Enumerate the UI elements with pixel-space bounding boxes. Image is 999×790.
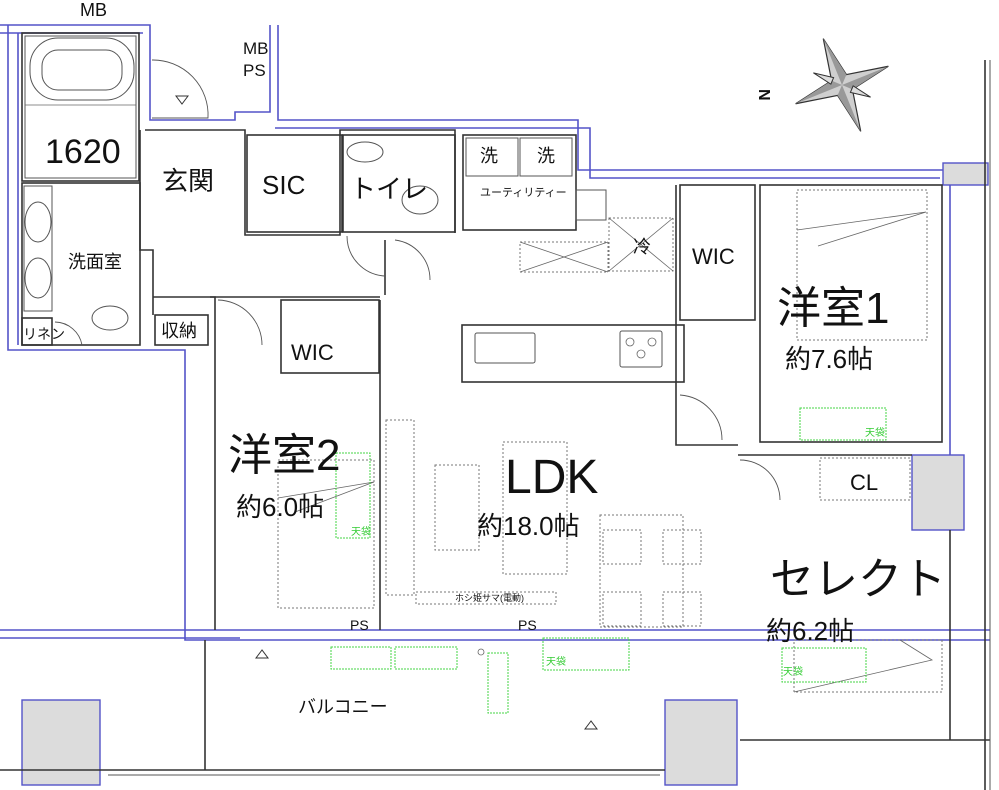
bathtub (25, 37, 136, 106)
ceiling-storage (542, 637, 630, 671)
ac-unit (487, 652, 509, 714)
wic-label: WIC (692, 244, 735, 269)
ceiling-storage (335, 452, 371, 539)
bedroom1-name: 洋室1 (777, 284, 889, 333)
ceiling-storage-label: 天袋 (783, 665, 803, 678)
chair (602, 529, 642, 565)
wic-label: WIC (291, 340, 334, 365)
bed (277, 459, 375, 609)
bedroom2-name: 洋室2 (228, 431, 340, 480)
washer (465, 137, 519, 177)
washer-label: 洗 (537, 146, 555, 166)
tv-board (385, 419, 415, 596)
drain-icon (477, 648, 485, 656)
ceiling-storage (799, 407, 887, 441)
closet-label: CL (850, 470, 878, 495)
structure-outline (0, 24, 990, 641)
ps-label: PS (518, 617, 537, 633)
drying-unit-box (415, 591, 557, 605)
ceiling-storage-label: 天袋 (865, 426, 885, 439)
mb-label: MB (243, 39, 269, 58)
low-table (434, 464, 480, 551)
entry-marker (175, 95, 189, 105)
bath-label: 1620 (45, 133, 121, 171)
cabinet (519, 241, 609, 273)
kitchen-sink (474, 332, 536, 364)
ps-label: PS (243, 61, 266, 80)
interior-walls (0, 32, 991, 790)
utility-sink (575, 189, 607, 221)
ceiling-storage-label: 天袋 (351, 525, 371, 538)
column (21, 699, 101, 786)
bed (796, 189, 928, 341)
washer (519, 137, 573, 177)
drying-unit-label: ホシ姫サマ(電動) (455, 592, 524, 603)
stove (619, 330, 663, 368)
bed (793, 639, 943, 693)
doors (54, 59, 781, 501)
closet-rail (819, 457, 911, 501)
vanity (23, 185, 53, 312)
storage-label: 収納 (161, 321, 197, 341)
window-marker (255, 649, 269, 659)
balcony-label: バルコニー (298, 697, 388, 717)
column (911, 454, 965, 531)
select-room-size: 約6.2帖 (766, 616, 854, 646)
mb-label: MB (80, 0, 107, 20)
washroom-label: 洗面室 (68, 252, 122, 272)
select-room-name: セレクト (770, 555, 946, 604)
toilet-sink (346, 141, 384, 163)
ceiling-storage (781, 647, 867, 683)
ac-unit (394, 646, 458, 670)
toilet-bowl (91, 305, 129, 331)
bedroom1-size: 約7.6帖 (785, 344, 873, 374)
bedroom2-size: 約6.0帖 (236, 492, 324, 522)
toilet-bowl (401, 185, 439, 215)
dining-table (599, 514, 684, 628)
sic-label: SIC (262, 170, 305, 200)
linen-label: リネン (23, 326, 65, 342)
fridge-label: 冷 (633, 237, 651, 257)
ldk-size: 約18.0帖 (477, 511, 580, 541)
washer-label: 洗 (480, 146, 498, 166)
utility-label: ユーティリティー (480, 187, 567, 199)
column (942, 162, 989, 186)
ldk-name: LDK (505, 451, 598, 504)
ps-label: PS (350, 617, 369, 633)
chair (602, 591, 642, 627)
entrance-label: 玄関 (162, 166, 214, 196)
ceiling-storage-label: 天袋 (546, 655, 566, 668)
window-marker (584, 720, 598, 730)
toilet-label: トイレ (350, 174, 428, 204)
north-label: N (755, 89, 772, 101)
chair (662, 529, 702, 565)
column (664, 699, 738, 786)
compass-icon (795, 38, 889, 132)
ac-unit (330, 646, 392, 670)
chair (662, 591, 702, 627)
fridge-space (608, 217, 674, 272)
sofa (502, 441, 568, 575)
